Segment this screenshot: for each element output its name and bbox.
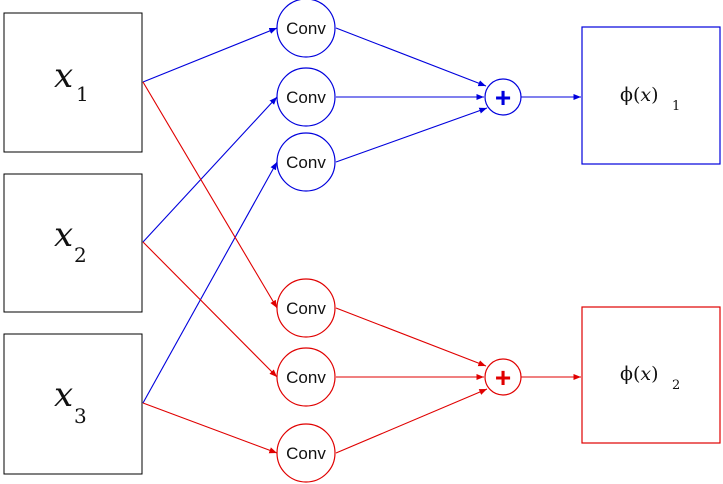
output-prefix: ϕ(: [620, 363, 640, 385]
output-subscript: 2: [672, 378, 680, 393]
conv-node-3: Conv: [276, 132, 336, 192]
conv-node-5: Conv: [276, 347, 336, 407]
edge-conv6-sum2: [335, 388, 488, 454]
input-var: x: [54, 215, 73, 255]
conv-label: Conv: [286, 88, 326, 107]
conv-node-1: Conv: [276, 0, 336, 58]
edge-conv1-sum1: [335, 27, 487, 87]
output-box-1: ϕ(x) 1: [581, 26, 721, 165]
output-label: ϕ(x): [620, 363, 659, 385]
edge-x2-conv2: [142, 96, 278, 243]
edge-x3-conv3: [142, 161, 278, 404]
edge-x2-conv5: [142, 241, 278, 378]
conv-label: Conv: [286, 444, 326, 463]
output-box-2: ϕ(x) 2: [581, 306, 721, 444]
sum-node-2: +: [484, 358, 522, 396]
conv-label: Conv: [286, 19, 326, 38]
conv-label: Conv: [286, 368, 326, 387]
input-box-x3: x 3: [3, 333, 143, 475]
plus-icon: +: [495, 82, 511, 113]
red-edges: [142, 81, 581, 454]
output-var: x: [640, 363, 651, 385]
input-subscript: 1: [76, 82, 89, 106]
conv-node-4: Conv: [276, 278, 336, 338]
output-suffix: ): [651, 363, 658, 385]
plus-icon: +: [495, 362, 511, 393]
output-var: x: [640, 84, 651, 106]
input-var: x: [54, 56, 73, 96]
output-label: ϕ(x): [620, 84, 659, 106]
conv-node-6: Conv: [276, 423, 336, 483]
input-box-x1: x 1: [3, 12, 143, 153]
edge-conv4-sum2: [335, 307, 487, 367]
input-box-x2: x 2: [3, 173, 143, 313]
output-prefix: ϕ(: [620, 84, 640, 106]
conv-label: Conv: [286, 153, 326, 172]
input-subscript: 2: [74, 243, 87, 267]
blue-edges: [142, 27, 581, 404]
edge-conv3-sum1: [335, 107, 488, 163]
edge-x1-conv1: [142, 27, 278, 83]
sum-node-1: +: [484, 78, 522, 116]
edge-x1-conv4: [142, 81, 278, 309]
conv-label: Conv: [286, 299, 326, 318]
output-subscript: 1: [672, 99, 680, 114]
input-subscript: 3: [74, 404, 87, 428]
conv-node-2: Conv: [276, 67, 336, 127]
input-var: x: [54, 375, 73, 415]
output-suffix: ): [651, 84, 658, 106]
edge-x3-conv6: [142, 402, 278, 454]
